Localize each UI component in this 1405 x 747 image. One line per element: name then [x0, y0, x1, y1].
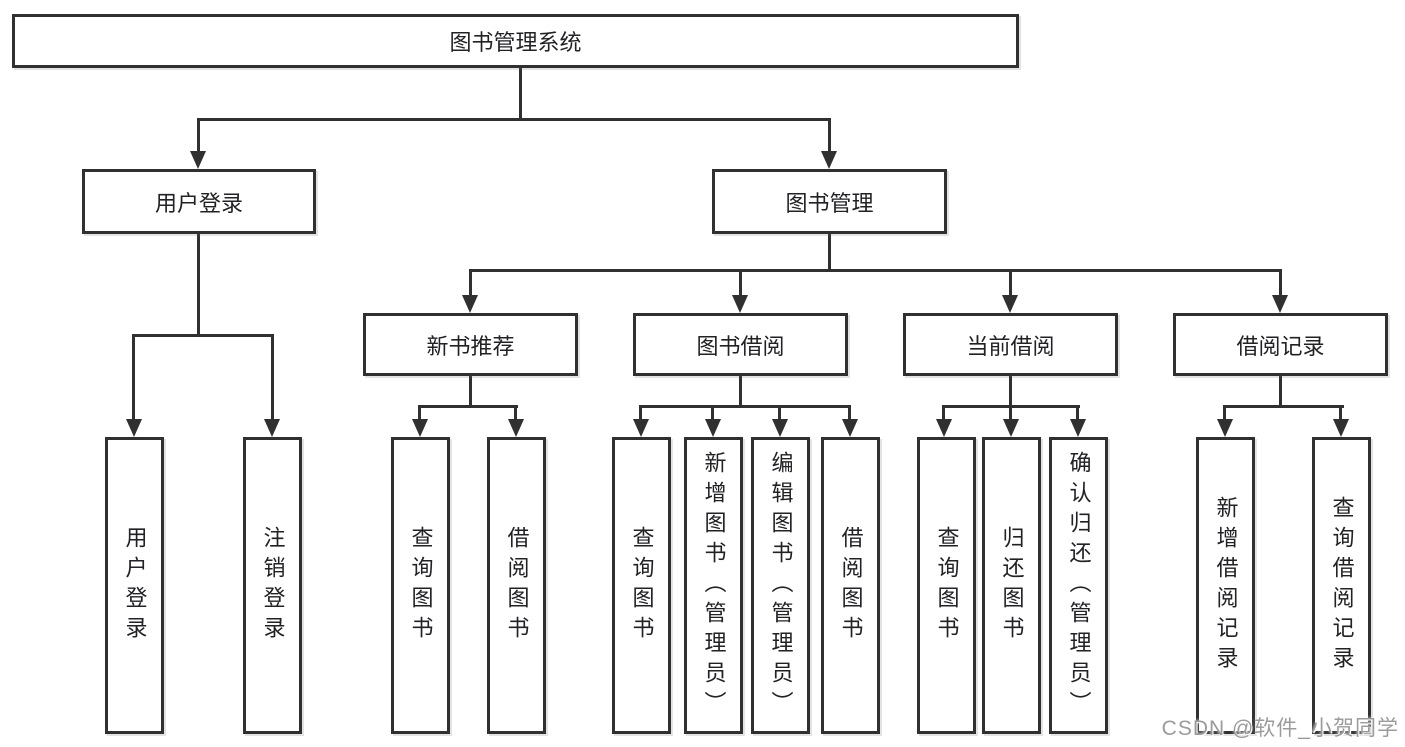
connector-drop: [469, 269, 472, 297]
node-borrow-records: 借阅记录: [1173, 313, 1388, 376]
arrowhead: [821, 151, 837, 169]
node-label: 新书推荐: [426, 333, 515, 359]
csdn-watermark: CSDN @软件_小贺同学: [1161, 717, 1399, 740]
arrowhead: [508, 419, 524, 437]
connector-drop: [942, 405, 945, 422]
connector-stem: [739, 376, 742, 408]
connector-branch: [132, 334, 274, 337]
connector-drop: [1076, 405, 1079, 422]
connector-branch: [418, 405, 518, 408]
leaf-add-borrow-record: 新增借阅记录: [1196, 437, 1255, 734]
leaf-query-borrow-record: 查询借阅记录: [1312, 437, 1371, 734]
connector-root-stem: [519, 68, 522, 120]
leaf-user-login: 用户登录: [105, 437, 164, 734]
arrowhead: [412, 419, 428, 437]
connector-drop: [132, 334, 135, 422]
connector-drop: [1009, 405, 1012, 422]
leaf-label: 用户登录: [122, 525, 148, 646]
node-new-book-recommend: 新书推荐: [363, 313, 578, 376]
connector-stem: [469, 376, 472, 408]
connector-drop: [418, 405, 421, 422]
connector-stem: [1279, 376, 1282, 408]
connector-stem: [1009, 376, 1012, 408]
node-book-borrow: 图书借阅: [633, 313, 848, 376]
leaf-label: 查询图书: [934, 525, 960, 646]
connector-drop: [1223, 405, 1226, 422]
arrowhead: [1272, 295, 1288, 313]
arrowhead: [1070, 419, 1086, 437]
node-root: 图书管理系统: [12, 14, 1019, 68]
leaf-query-books: 查询图书: [917, 437, 976, 734]
arrowhead: [1333, 419, 1349, 437]
connector-drop: [197, 118, 200, 154]
leaf-return-books: 归还图书: [982, 437, 1041, 734]
connector-branch: [1223, 405, 1344, 408]
connector-stem: [197, 233, 200, 337]
leaf-borrow-books: 借阅图书: [821, 437, 880, 734]
arrowhead: [842, 419, 858, 437]
leaf-confirm-return-admin: 确认归还（管理员）: [1049, 437, 1108, 734]
node-label: 用户登录: [154, 190, 243, 216]
arrowhead: [732, 295, 748, 313]
leaf-label: 借阅图书: [504, 525, 530, 646]
leaf-label: 新增借阅记录: [1213, 495, 1239, 676]
connector-drop: [1009, 269, 1012, 297]
leaf-label: 归还图书: [999, 525, 1025, 646]
leaf-query-books: 查询图书: [391, 437, 450, 734]
connector-drop: [1339, 405, 1342, 422]
connector-drop: [1279, 269, 1282, 297]
arrowhead: [772, 419, 788, 437]
node-user-login-module: 用户登录: [82, 169, 316, 234]
arrowhead: [705, 419, 721, 437]
arrowhead: [1002, 295, 1018, 313]
connector-drop: [514, 405, 517, 422]
connector-drop: [848, 405, 851, 422]
arrowhead: [1217, 419, 1233, 437]
connector-drop: [828, 118, 831, 154]
leaf-label: 注销登录: [260, 525, 286, 646]
leaf-label: 确认归还（管理员）: [1066, 450, 1092, 721]
leaf-borrow-books: 借阅图书: [487, 437, 546, 734]
arrowhead: [633, 419, 649, 437]
connector-root-branch: [197, 118, 831, 121]
connector-drop: [639, 405, 642, 422]
leaf-add-books-admin: 新增图书（管理员）: [684, 437, 743, 734]
leaf-label: 编辑图书（管理员）: [768, 450, 794, 721]
leaf-label: 查询借阅记录: [1329, 495, 1355, 676]
arrowhead: [264, 419, 280, 437]
arrowhead: [190, 151, 206, 169]
connector-drop: [778, 405, 781, 422]
leaf-label: 查询图书: [408, 525, 434, 646]
leaf-logout: 注销登录: [243, 437, 302, 734]
arrowhead: [462, 295, 478, 313]
leaf-query-books: 查询图书: [612, 437, 671, 734]
leaf-label: 查询图书: [629, 525, 655, 646]
node-current-borrow: 当前借阅: [903, 313, 1118, 376]
connector-branch: [469, 269, 1282, 272]
connector-drop: [711, 405, 714, 422]
leaf-label: 新增图书（管理员）: [701, 450, 727, 721]
arrowhead: [126, 419, 142, 437]
arrowhead: [936, 419, 952, 437]
connector-stem: [828, 233, 831, 272]
node-label: 图书借阅: [696, 333, 785, 359]
node-label: 借阅记录: [1236, 333, 1325, 359]
node-label: 当前借阅: [966, 333, 1055, 359]
node-book-management-module: 图书管理: [712, 169, 947, 234]
connector-branch: [639, 405, 851, 408]
leaf-edit-books-admin: 编辑图书（管理员）: [751, 437, 810, 734]
connector-drop: [271, 334, 274, 422]
arrowhead: [1003, 419, 1019, 437]
node-root-label: 图书管理系统: [449, 30, 582, 55]
connector-drop: [739, 269, 742, 297]
leaf-label: 借阅图书: [838, 525, 864, 646]
node-label: 图书管理: [785, 190, 874, 216]
